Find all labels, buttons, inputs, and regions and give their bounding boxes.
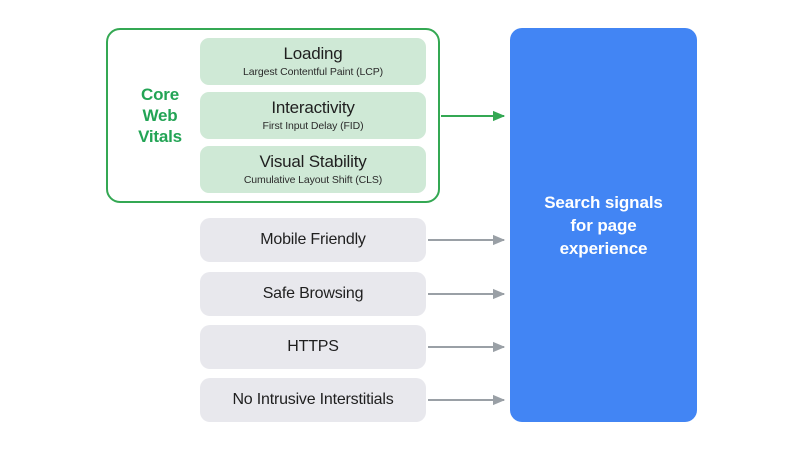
signal-label: HTTPS bbox=[287, 338, 339, 355]
core-web-vitals-label: Core Web Vitals bbox=[122, 84, 198, 147]
signal-https[interactable]: HTTPS bbox=[200, 325, 426, 369]
core-web-vitals-label-line-1: Core bbox=[141, 85, 179, 104]
search-signals-box[interactable]: Search signals for page experience bbox=[510, 28, 697, 422]
vital-card-subtitle: Cumulative Layout Shift (CLS) bbox=[243, 174, 383, 186]
signal-no-intrusive-interstitials[interactable]: No Intrusive Interstitials bbox=[200, 378, 426, 422]
core-web-vitals-label-line-2: Web bbox=[142, 106, 178, 125]
search-signals-line-2: for page bbox=[570, 215, 637, 235]
vital-card-subtitle: First Input Delay (FID) bbox=[262, 120, 364, 132]
vital-card-interactivity[interactable]: Interactivity First Input Delay (FID) bbox=[200, 92, 426, 139]
search-signals-line-3: experience bbox=[559, 238, 648, 258]
vital-card-subtitle: Largest Contentful Paint (LCP) bbox=[243, 66, 383, 78]
vital-card-visual-stability[interactable]: Visual Stability Cumulative Layout Shift… bbox=[200, 146, 426, 193]
vital-card-title: Interactivity bbox=[271, 98, 355, 117]
vital-card-title: Loading bbox=[283, 44, 343, 63]
signal-label: Safe Browsing bbox=[262, 285, 364, 302]
signal-safe-browsing[interactable]: Safe Browsing bbox=[200, 272, 426, 316]
signal-mobile-friendly[interactable]: Mobile Friendly bbox=[200, 218, 426, 262]
search-signals-title: Search signals for page experience bbox=[529, 191, 679, 260]
vital-card-title: Visual Stability bbox=[259, 152, 367, 171]
signal-label: No Intrusive Interstitials bbox=[232, 391, 394, 408]
search-signals-line-1: Search signals bbox=[544, 192, 663, 212]
signal-label: Mobile Friendly bbox=[260, 231, 366, 248]
core-web-vitals-label-line-3: Vitals bbox=[138, 127, 182, 146]
vital-card-loading[interactable]: Loading Largest Contentful Paint (LCP) bbox=[200, 38, 426, 85]
